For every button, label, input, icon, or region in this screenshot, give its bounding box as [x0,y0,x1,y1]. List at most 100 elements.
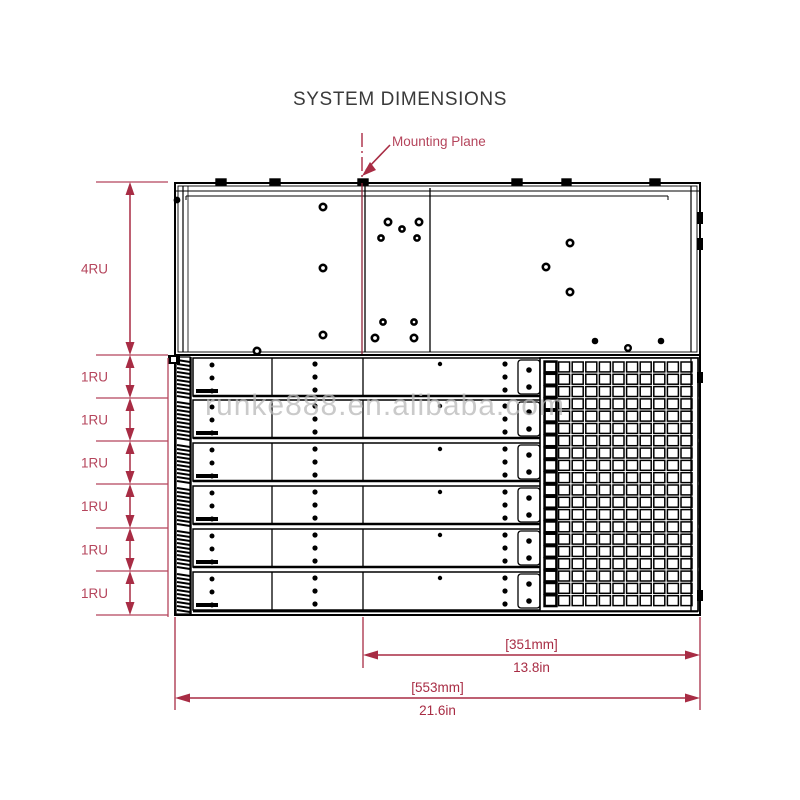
ru-dimension [125,484,135,528]
grille-cell [639,422,652,435]
grille-cell [585,459,598,472]
grille-cell-edge [543,384,558,399]
grille-cell [666,373,680,385]
grille-cell [585,435,598,447]
grille-cell [612,447,625,459]
grille-cell [639,496,652,508]
arrowhead-up [125,398,135,411]
grille-cell [612,545,625,558]
grille-cell [666,558,680,570]
grille-cell [653,471,666,484]
grille-cell [571,484,584,496]
grille-cell [653,508,666,521]
grille-cell [680,459,693,472]
grille-cell [598,533,612,545]
horizontal-dimension-lines [175,650,700,703]
grille-cell [666,594,680,607]
grille-cell [585,410,598,422]
grille-cell [666,422,680,435]
grille-cell [680,545,693,558]
hole [565,287,575,297]
ru-dimension-arrows [125,182,135,615]
mounting-plane-callout: Mounting Plane [361,133,486,188]
row-holes [209,361,532,394]
grille-cell [639,570,652,582]
hole [370,333,380,343]
grille-cell [557,570,571,582]
grille-cell [680,398,693,410]
arrowhead-down [125,342,135,355]
grille-cell [571,422,584,435]
grille-cell [653,410,666,422]
page-title: SYSTEM DIMENSIONS [293,89,507,110]
grille-cell [598,570,612,582]
grille-cell [653,484,666,496]
grille-cell [585,496,598,508]
hole [409,333,419,343]
grille-cell [625,471,639,484]
grille-cell [544,558,557,570]
mounting-plane-label: Mounting Plane [392,134,486,149]
grille-cell [680,533,693,545]
grille-cell [598,422,612,435]
grille-cell [680,422,693,435]
grille-cell [544,496,557,508]
grille-cell [571,508,584,521]
arrowhead-down [125,515,135,528]
arrowhead-down [125,471,135,484]
grille-cell [666,385,680,398]
grille-cell [666,496,680,508]
grille-cell [625,459,639,472]
grille-cell [666,471,680,484]
grille-cell [544,471,557,484]
grille-cell [598,385,612,398]
mounting-plane-arrowhead [362,162,376,176]
grille-cell [557,594,571,607]
grille-cell [612,361,625,373]
grille-cell-edge [543,446,558,460]
grille-cell [639,447,652,459]
arrowhead-up [125,528,135,541]
grille-cell [680,484,693,496]
grille-cell [653,521,666,533]
grille-cell [625,521,639,533]
arrowhead-up [125,571,135,584]
ru-label: 1RU [81,543,108,558]
ru-dimension [125,398,135,441]
grille-cell [680,385,693,398]
horizontal-dimension [363,650,700,660]
grille-cell [571,570,584,582]
grille-cell-edge [543,532,558,546]
grille-cell [612,508,625,521]
grille-cell [639,484,652,496]
arrowhead-up [125,441,135,454]
grille-cell [653,385,666,398]
grille-cell [625,422,639,435]
grille-cell [557,521,571,533]
hole [591,337,599,345]
right-side-tabs [697,212,703,250]
upper-left-tab [173,196,181,204]
grille-cell [598,545,612,558]
arrowhead-left [363,650,378,660]
grille-cell-edge [543,569,558,583]
upper-chassis-outline [174,182,701,356]
grille-cell [544,521,557,533]
upper-hole-pattern [252,202,575,356]
grille-cell [680,435,693,447]
upper-chassis-inner-outline [177,185,698,353]
grille-cell [544,484,557,496]
grille-cell-edge [543,544,558,559]
grille-cell [585,422,598,435]
grille-cell [585,570,598,582]
grille-cell [557,410,571,422]
hole [541,262,551,272]
grille-cell [612,558,625,570]
grille-cell [612,484,625,496]
grille-cell [544,435,557,447]
grille-cell [571,545,584,558]
grille-cell [598,484,612,496]
grille-cell-edge [543,557,558,571]
grille-cell [557,447,571,459]
grille-cell [571,521,584,533]
